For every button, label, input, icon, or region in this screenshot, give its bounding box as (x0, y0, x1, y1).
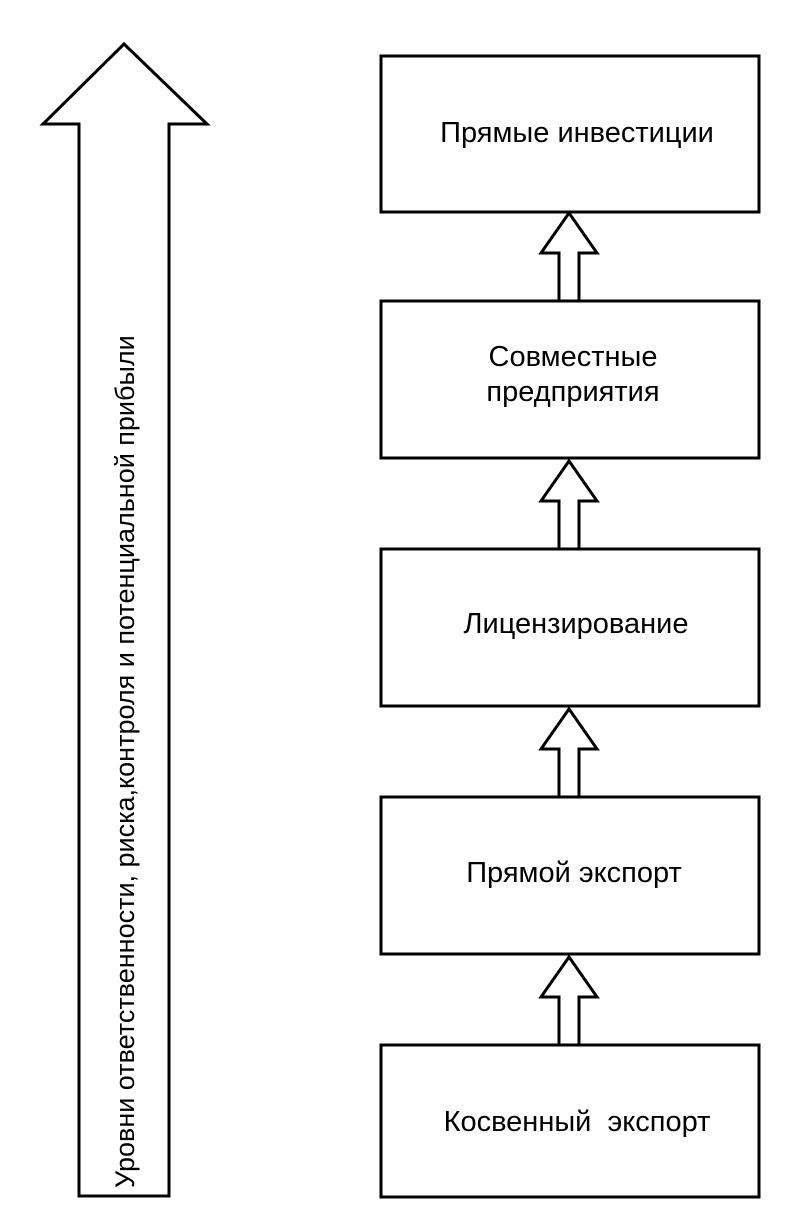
connector-arrow-up-icon (538, 210, 600, 303)
connector-arrow-up-icon (538, 954, 600, 1047)
responsibility-axis: Уровни ответственности, риска,контроля и… (39, 41, 211, 1198)
connector-arrow-up-icon (538, 458, 600, 551)
stage-joint-ventures: Совместные предприятия (379, 299, 761, 460)
stage-box (379, 547, 761, 708)
stage-box (379, 1043, 761, 1199)
stage-label: Лицензирование (464, 608, 689, 640)
stage-direct-export: Прямой экспорт (379, 795, 761, 956)
stage-label-line-2: предприятия (486, 376, 659, 408)
stage-box (379, 299, 761, 460)
connector-arrow-up-icon (538, 706, 600, 799)
stage-label: Прямые инвестиции (440, 117, 714, 149)
stage-box (379, 795, 761, 956)
stage-indirect-export: Косвенный экспорт (379, 1043, 761, 1199)
stage-licensing: Лицензирование (379, 547, 761, 708)
stage-label: Прямой экспорт (466, 857, 682, 889)
stage-direct-investment: Прямые инвестиции (379, 54, 761, 214)
stage-label: Косвенный экспорт (444, 1106, 711, 1138)
stage-label-line-1: Совместные (489, 341, 658, 373)
stage-box (379, 54, 761, 214)
responsibility-axis-arrow (39, 41, 211, 1198)
responsibility-axis-label: Уровни ответственности, риска,контроля и… (110, 335, 140, 1188)
